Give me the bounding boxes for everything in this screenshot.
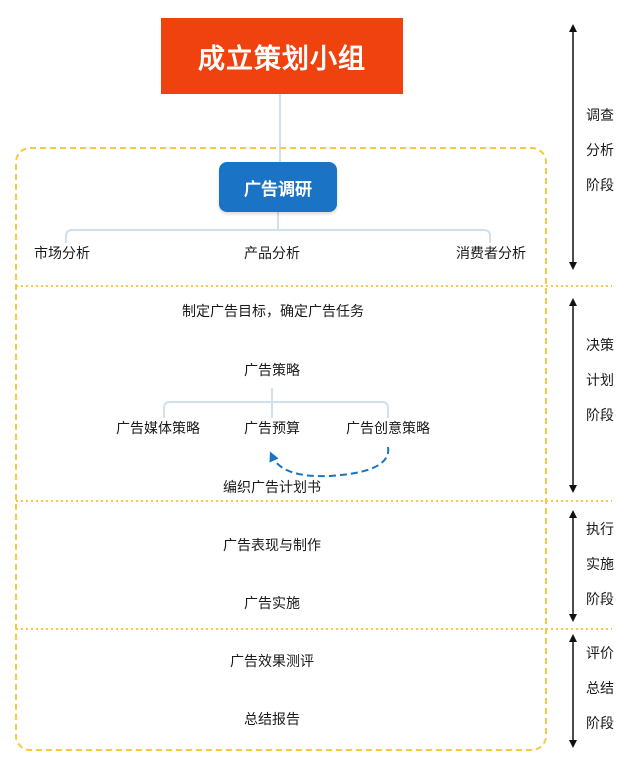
creative-to-budget-arrow (269, 446, 390, 478)
research-item-market: 市场分析 (34, 246, 90, 262)
research-item-product: 产品分析 (244, 246, 300, 262)
ad-research-title: 广告调研 (244, 179, 312, 200)
connector-strategy-branch (163, 401, 389, 418)
ad-production-text: 广告表现与制作 (223, 538, 321, 554)
ad-research-box: 广告调研 (219, 162, 337, 212)
stage-label-research: 调查 分析 阶段 (586, 108, 614, 194)
stage-label-decision: 决策 计划 阶段 (586, 338, 614, 424)
summary-report-text: 总结报告 (244, 712, 300, 728)
ad-effect-text: 广告效果测评 (230, 654, 314, 670)
planning-group-title: 成立策划小组 (198, 43, 366, 75)
media-strategy-text: 广告媒体策略 (116, 421, 200, 437)
ad-budget-text: 广告预算 (244, 421, 300, 437)
stage-frame (15, 147, 547, 751)
research-item-consumer: 消费者分析 (456, 246, 526, 262)
stage-label-execution: 执行 实施 阶段 (586, 522, 614, 608)
ad-goal-text: 制定广告目标，确定广告任务 (182, 304, 364, 320)
connector-research-branch (65, 229, 491, 243)
stage-label-evaluation: 评价 总结 阶段 (586, 646, 614, 732)
ad-implementation-text: 广告实施 (244, 596, 300, 612)
ad-plan-text: 编织广告计划书 (223, 480, 321, 496)
creative-strategy-text: 广告创意策略 (346, 421, 430, 437)
ad-strategy-text: 广告策略 (244, 363, 300, 379)
planning-group-box: 成立策划小组 (161, 18, 403, 94)
